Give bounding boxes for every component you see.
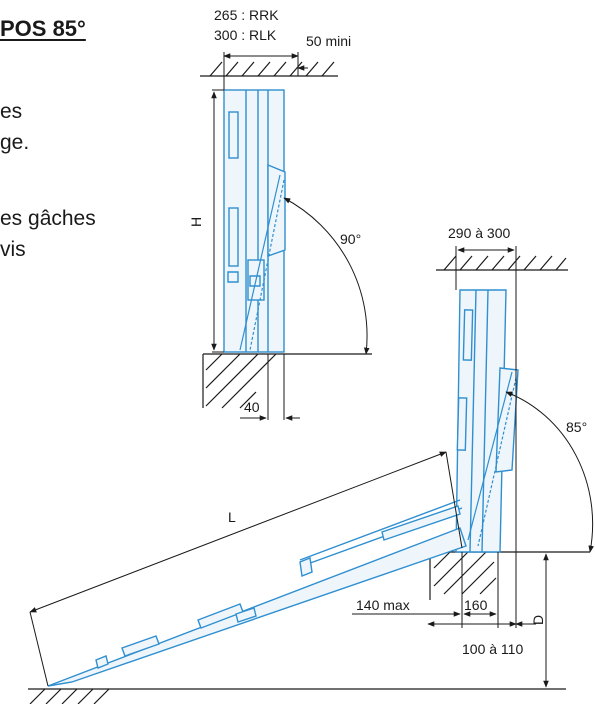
tilted-arm [467, 371, 517, 547]
dim-140-max: 140 max [356, 597, 410, 613]
dim-290-300: 290 à 300 [448, 225, 510, 241]
device-tilted [455, 289, 519, 553]
dim-40: 40 [244, 399, 260, 415]
device-upright [223, 89, 286, 353]
dim-length: L [228, 509, 236, 525]
intro-text: es ge. [0, 96, 29, 158]
dim-depth: D [530, 615, 546, 625]
dim-height: H [188, 217, 204, 227]
dim-rrk: 265 : RRK [214, 7, 279, 23]
instruction-text: es gâches vis [0, 203, 96, 265]
dim-angle-85: 85° [566, 419, 587, 435]
dim-angle-90: 90° [340, 231, 361, 247]
dim-rlk: 300 : RLK [214, 27, 277, 43]
ground [28, 688, 566, 704]
dim-160: 160 [464, 597, 488, 613]
dim-100-110: 100 à 110 [462, 641, 523, 657]
intro-line-1: es [0, 100, 23, 123]
dim-bottom-lines [29, 246, 594, 690]
page-heading: POS 85° [0, 16, 86, 41]
instruction-line-1: es gâches [0, 207, 96, 230]
dim-mini: 50 mini [306, 33, 351, 49]
upright-arm [239, 174, 285, 351]
floor-top [202, 353, 372, 409]
ceiling-top [200, 61, 338, 77]
dock-floor [429, 551, 590, 600]
ceiling-right [436, 255, 568, 271]
intro-line-2: ge. [0, 131, 30, 154]
instruction-line-2: vis [0, 238, 26, 261]
dim-top-lines [211, 52, 370, 421]
ramp [47, 499, 467, 687]
